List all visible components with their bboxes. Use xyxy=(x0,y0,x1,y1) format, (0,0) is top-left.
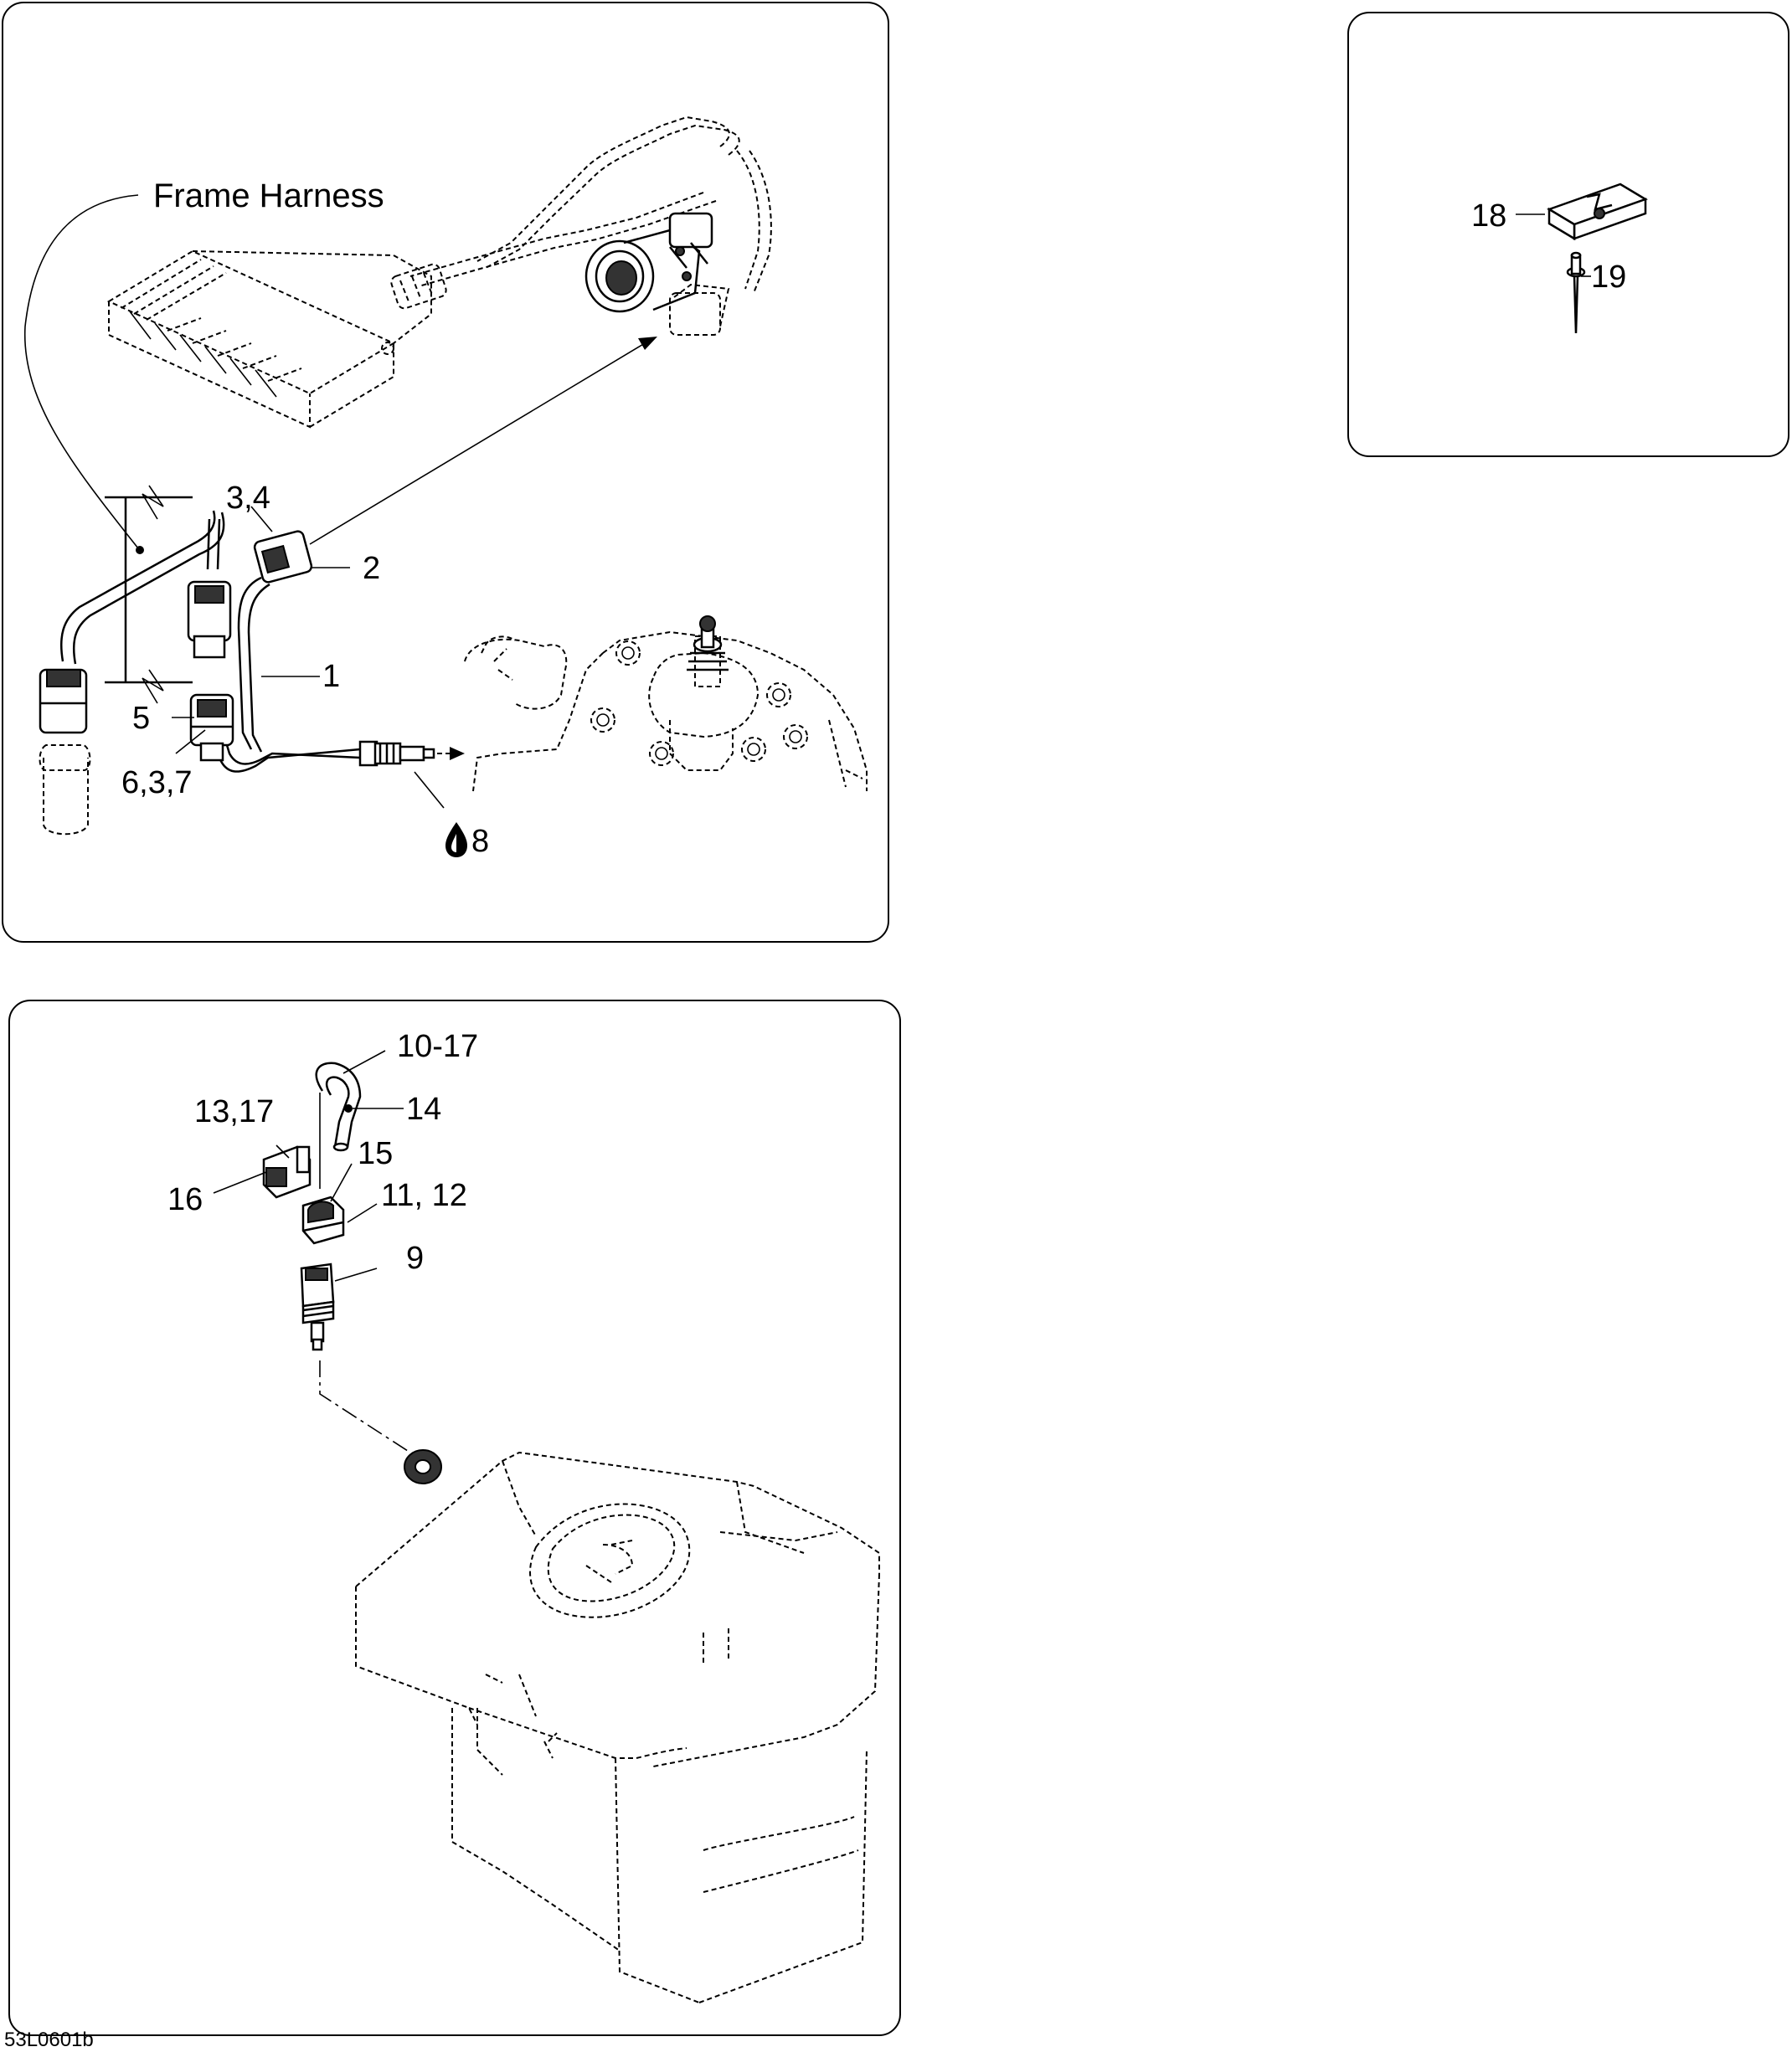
callout-19: 19 xyxy=(1591,260,1626,295)
callout-1: 1 xyxy=(322,659,340,694)
rivet-panel-drawing xyxy=(1516,183,1648,334)
callout-13-17: 13,17 xyxy=(194,1094,274,1129)
frame-harness-wires xyxy=(59,510,225,665)
bottom-panel-drawing xyxy=(213,1050,880,2003)
part-8-temp-sensor xyxy=(358,740,435,767)
callout-10-17: 10-17 xyxy=(397,1029,478,1064)
frame-harness-leader xyxy=(24,194,139,549)
middle-harness-connector xyxy=(187,580,232,659)
part-5-connector xyxy=(189,693,234,762)
callout-5: 5 xyxy=(132,701,150,736)
part-16-connector xyxy=(262,1145,312,1199)
part-2-connector xyxy=(253,530,313,584)
part-19-rivet xyxy=(1566,251,1586,334)
callout-16: 16 xyxy=(167,1182,203,1217)
callout-11-12: 11, 12 xyxy=(381,1178,467,1213)
figure-reference-code: 53L0601b xyxy=(4,2029,94,2051)
callout-14: 14 xyxy=(406,1092,441,1127)
callout-6-3-7: 6,3,7 xyxy=(121,765,193,800)
part-9-sensor xyxy=(300,1263,335,1351)
grommet xyxy=(404,1449,442,1484)
callout-3-4: 3,4 xyxy=(226,481,270,516)
part-18-clip xyxy=(1547,183,1648,241)
callout-2: 2 xyxy=(363,551,380,586)
break-bracket xyxy=(105,496,193,684)
socket-connector xyxy=(584,212,713,313)
ecu-box xyxy=(106,249,432,429)
engine-cylinder-head xyxy=(464,615,868,792)
callout-15: 15 xyxy=(358,1136,393,1171)
part-1-wire xyxy=(208,576,361,773)
upper-harness xyxy=(390,116,772,336)
top-panel-drawing xyxy=(24,116,868,857)
callout-9: 9 xyxy=(406,1241,424,1276)
leader-arrow-to-harness xyxy=(309,342,646,545)
part-11-12-connector xyxy=(301,1196,345,1245)
left-harness-connector xyxy=(39,668,91,836)
oil-tank xyxy=(355,1451,880,2003)
panel-harness-top xyxy=(2,2,889,943)
frame-harness-label: Frame Harness xyxy=(153,177,384,214)
part-14-hose xyxy=(315,1062,362,1152)
callout-8: 8 xyxy=(471,824,489,859)
panel-sensor-bottom xyxy=(8,1000,901,2036)
callout-18: 18 xyxy=(1471,198,1506,234)
